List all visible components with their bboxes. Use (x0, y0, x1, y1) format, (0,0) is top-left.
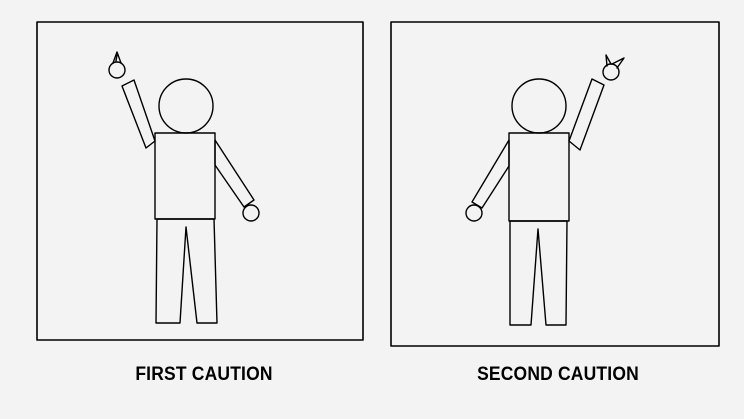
raised-hand (603, 64, 619, 80)
panel-frame (37, 22, 363, 340)
panel-first-caution (37, 22, 363, 340)
figure-second-caution (466, 55, 624, 325)
lowered-hand (466, 205, 482, 221)
panel-frame (391, 22, 719, 346)
caption-first-caution: FIRST CAUTION (57, 364, 351, 386)
caption-second-caution: SECOND CAUTION (411, 364, 705, 386)
panel-second-caution (391, 22, 719, 346)
figure-raised-arm (122, 80, 155, 148)
raised-hand (109, 62, 125, 78)
figure-lowered-arm (472, 140, 509, 208)
two-finger-v-icon (606, 55, 624, 68)
figure-legs (156, 219, 217, 323)
lowered-hand (243, 205, 259, 221)
figure-legs (510, 221, 567, 325)
figure-first-caution (109, 52, 259, 323)
figure-torso (155, 133, 215, 219)
figure-head (159, 79, 213, 133)
figure-lowered-arm (215, 140, 254, 207)
figure-torso (509, 133, 569, 221)
figure-head (512, 79, 566, 133)
figure-raised-arm (569, 79, 604, 150)
